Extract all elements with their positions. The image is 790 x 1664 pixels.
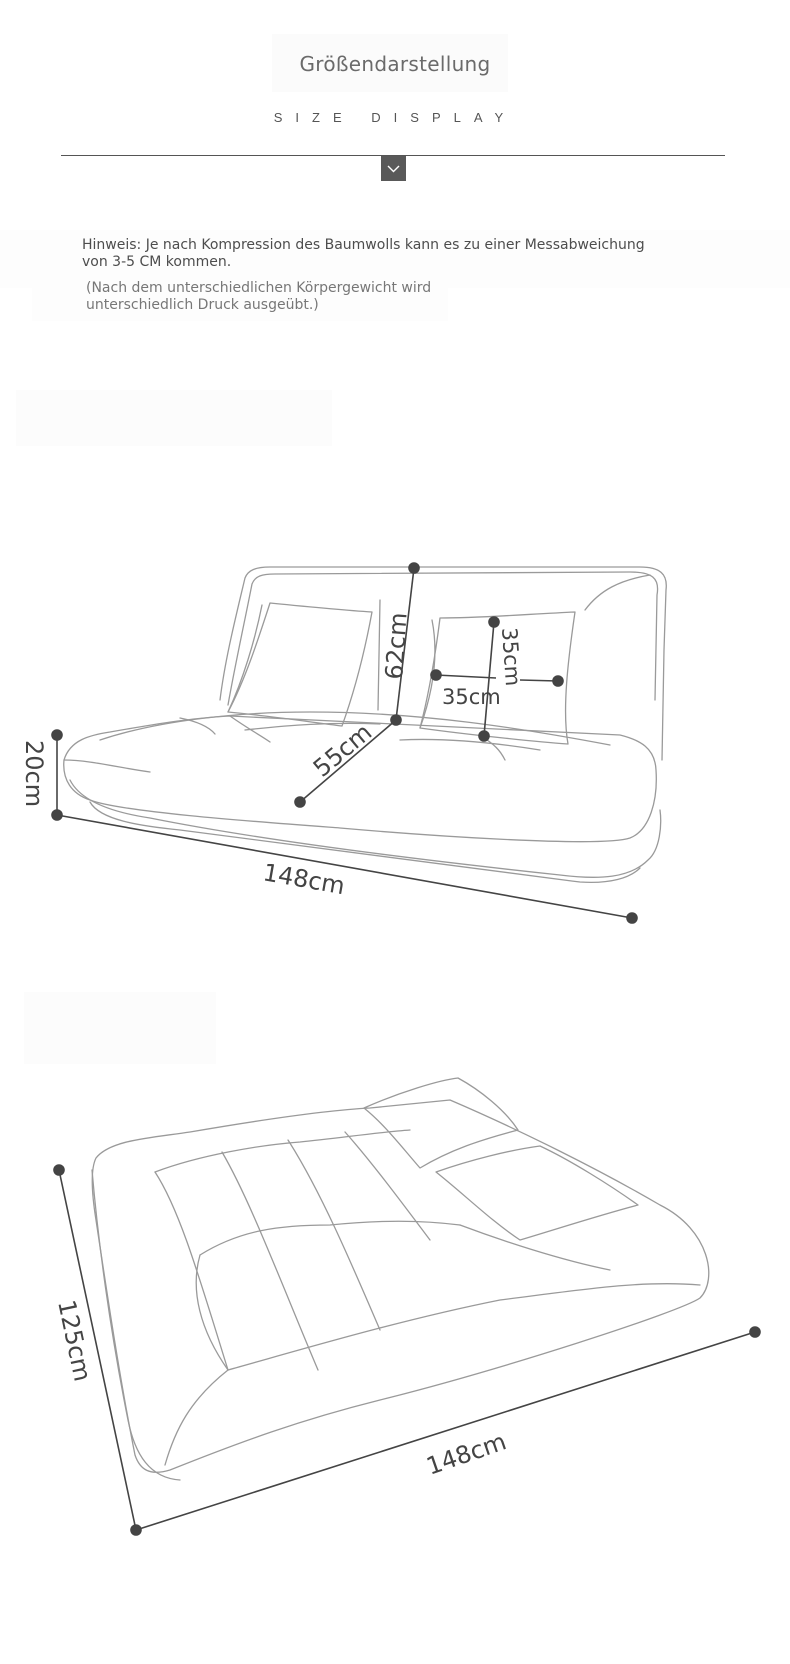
note-background [0, 230, 790, 288]
bed-drawing [91, 1077, 710, 1481]
header-divider [61, 155, 725, 156]
seat-depth-label: 55cm [308, 718, 377, 783]
back-height-label: 62cm [380, 612, 413, 681]
sofa-drawing [63, 566, 667, 884]
weight-note: (Nach dem unterschiedlichen Körpergewich… [86, 280, 432, 313]
title-background [272, 34, 508, 92]
faint-caption-block-2 [24, 992, 216, 1064]
bed-dimension-lines [53, 1164, 761, 1536]
chevron-down-icon [381, 156, 406, 181]
sofa-height-label: 20cm [20, 740, 48, 807]
bed-depth-label: 125cm [52, 1297, 97, 1383]
measurement-note: Hinweis: Je nach Kompression des Baumwol… [82, 237, 645, 270]
page-title: Größendarstellung [299, 52, 491, 76]
page-subtitle: SIZE DISPLAY [273, 110, 517, 125]
bed-width-label: 148cm [423, 1427, 510, 1480]
pillow-width-label: 35cm [442, 685, 501, 709]
note-background-secondary [32, 285, 448, 321]
faint-caption-block [16, 390, 332, 446]
sofa-dimension-lines [51, 562, 638, 924]
pillow-height-label: 35cm [497, 627, 525, 687]
